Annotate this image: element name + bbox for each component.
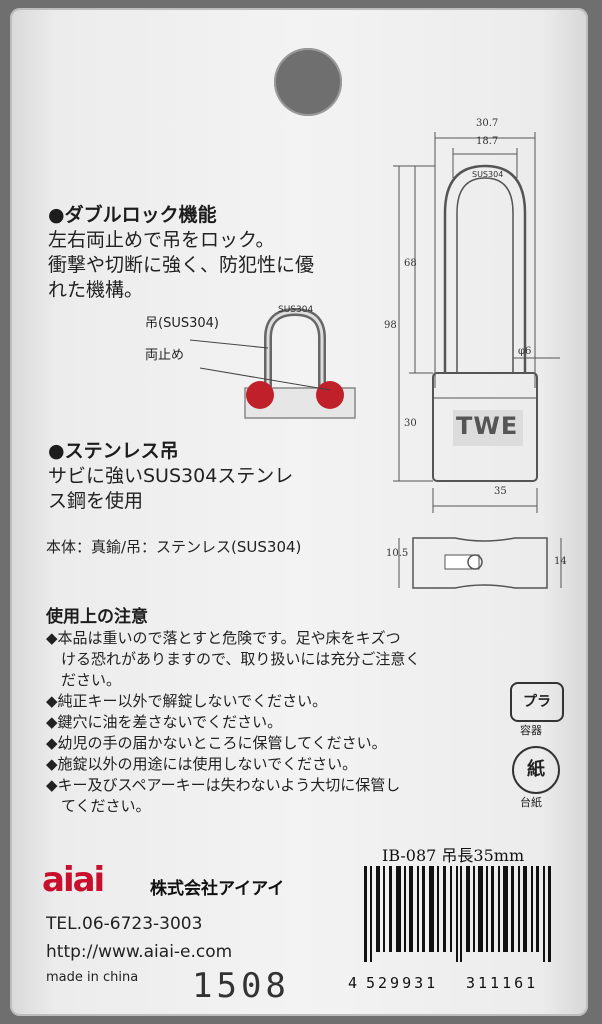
caution-heading: 使用上の注意 [46, 607, 148, 627]
telephone: TEL.06-6723-3003 [46, 914, 203, 934]
lock-point-left-icon [246, 381, 274, 409]
barcode-digits-left: 529931 [366, 974, 439, 992]
padlock-technical-drawing [393, 132, 562, 589]
barcode [364, 866, 551, 962]
dim-68: 68 [404, 258, 417, 269]
paper-recycle-icon: 紙 [512, 746, 560, 794]
feature1-heading: ●ダブルロック機能 [48, 204, 217, 226]
dim-30-7: 30.7 [476, 118, 499, 129]
dim-phi6: φ6 [518, 346, 532, 357]
feature1-line-2: 衝撃や切断に強く、防犯性に優 [48, 254, 315, 276]
lock-point-right-icon [316, 381, 344, 409]
body-logo: TWE [456, 412, 519, 440]
model-number: IB-087 吊長35mm [382, 846, 525, 865]
caution-item: てください。 [46, 797, 151, 815]
caution-item: ◆本品は重いので落とすと危険です。足や床をキズつ [46, 629, 401, 647]
dim-30: 30 [404, 418, 417, 429]
dim-14: 14 [554, 556, 567, 567]
shackle-stamp-small: SUS304 [278, 305, 314, 315]
paper-recycle-text: 紙 [527, 759, 545, 780]
feature1-line-1: 左右両止めで吊をロック。 [48, 229, 275, 251]
double-lock-label: 両止め [145, 348, 185, 363]
barcode-digits-right: 311161 [466, 974, 539, 992]
dim-35: 35 [494, 486, 507, 497]
caution-item: ◆幼児の手の届かないところに保管してください。 [46, 734, 387, 752]
plastic-recycle-label: 容器 [520, 724, 542, 737]
dim-98: 98 [384, 320, 397, 331]
shackle-material-label: 吊(SUS304) [145, 316, 219, 331]
caution-list: ◆本品は重いので落とすと危険です。足や床をキズつ ける恐れがありますので、取り扱… [46, 628, 420, 817]
shackle-stamp-top: SUS304 [472, 170, 504, 179]
feature2-heading: ●ステンレス吊 [48, 440, 179, 462]
hang-hole [274, 48, 342, 116]
paper-recycle-label: 台紙 [520, 796, 542, 809]
feature1-line-3: れた機構。 [48, 279, 144, 301]
barcode-digit-prefix: 4 [348, 974, 361, 992]
caution-item: ◆施錠以外の用途には使用しないでください。 [46, 755, 358, 773]
caution-item: ださい。 [46, 671, 122, 689]
plastic-recycle-icon: プラ [510, 682, 564, 722]
company-name: 株式会社アイアイ [150, 879, 285, 899]
brand-logo: aiai [42, 860, 105, 900]
package-card: ●ダブルロック機能 左右両止めで吊をロック。 衝撃や切断に強く、防犯性に優 れた… [10, 8, 588, 1016]
material-text: 本体：真鍮/吊：ステンレス(SUS304) [46, 538, 302, 556]
website-url: http://www.aiai-e.com [46, 942, 233, 962]
caution-item: ◆純正キー以外で解錠しないでください。 [46, 692, 328, 710]
dim-10-5: 10.5 [386, 548, 409, 559]
feature2-line-2: ス鋼を使用 [48, 490, 144, 512]
caution-item: ◆鍵穴に油を差さないでください。 [46, 713, 283, 731]
caution-item: ◆キー及びスペアーキーは失わないよう大切に保管し [46, 776, 401, 794]
body-logo-plate [453, 410, 523, 446]
feature2-line-1: サビに強いSUS304ステンレ [48, 465, 294, 487]
double-lock-diagram [190, 307, 356, 419]
caution-item: ける恐れがありますので、取り扱いには充分ご注意く [46, 650, 421, 668]
lot-number: 1508 [192, 966, 290, 1006]
country-of-origin: made in china [46, 970, 139, 985]
dim-18-7: 18.7 [476, 136, 499, 147]
plastic-recycle-text: プラ [523, 694, 551, 710]
